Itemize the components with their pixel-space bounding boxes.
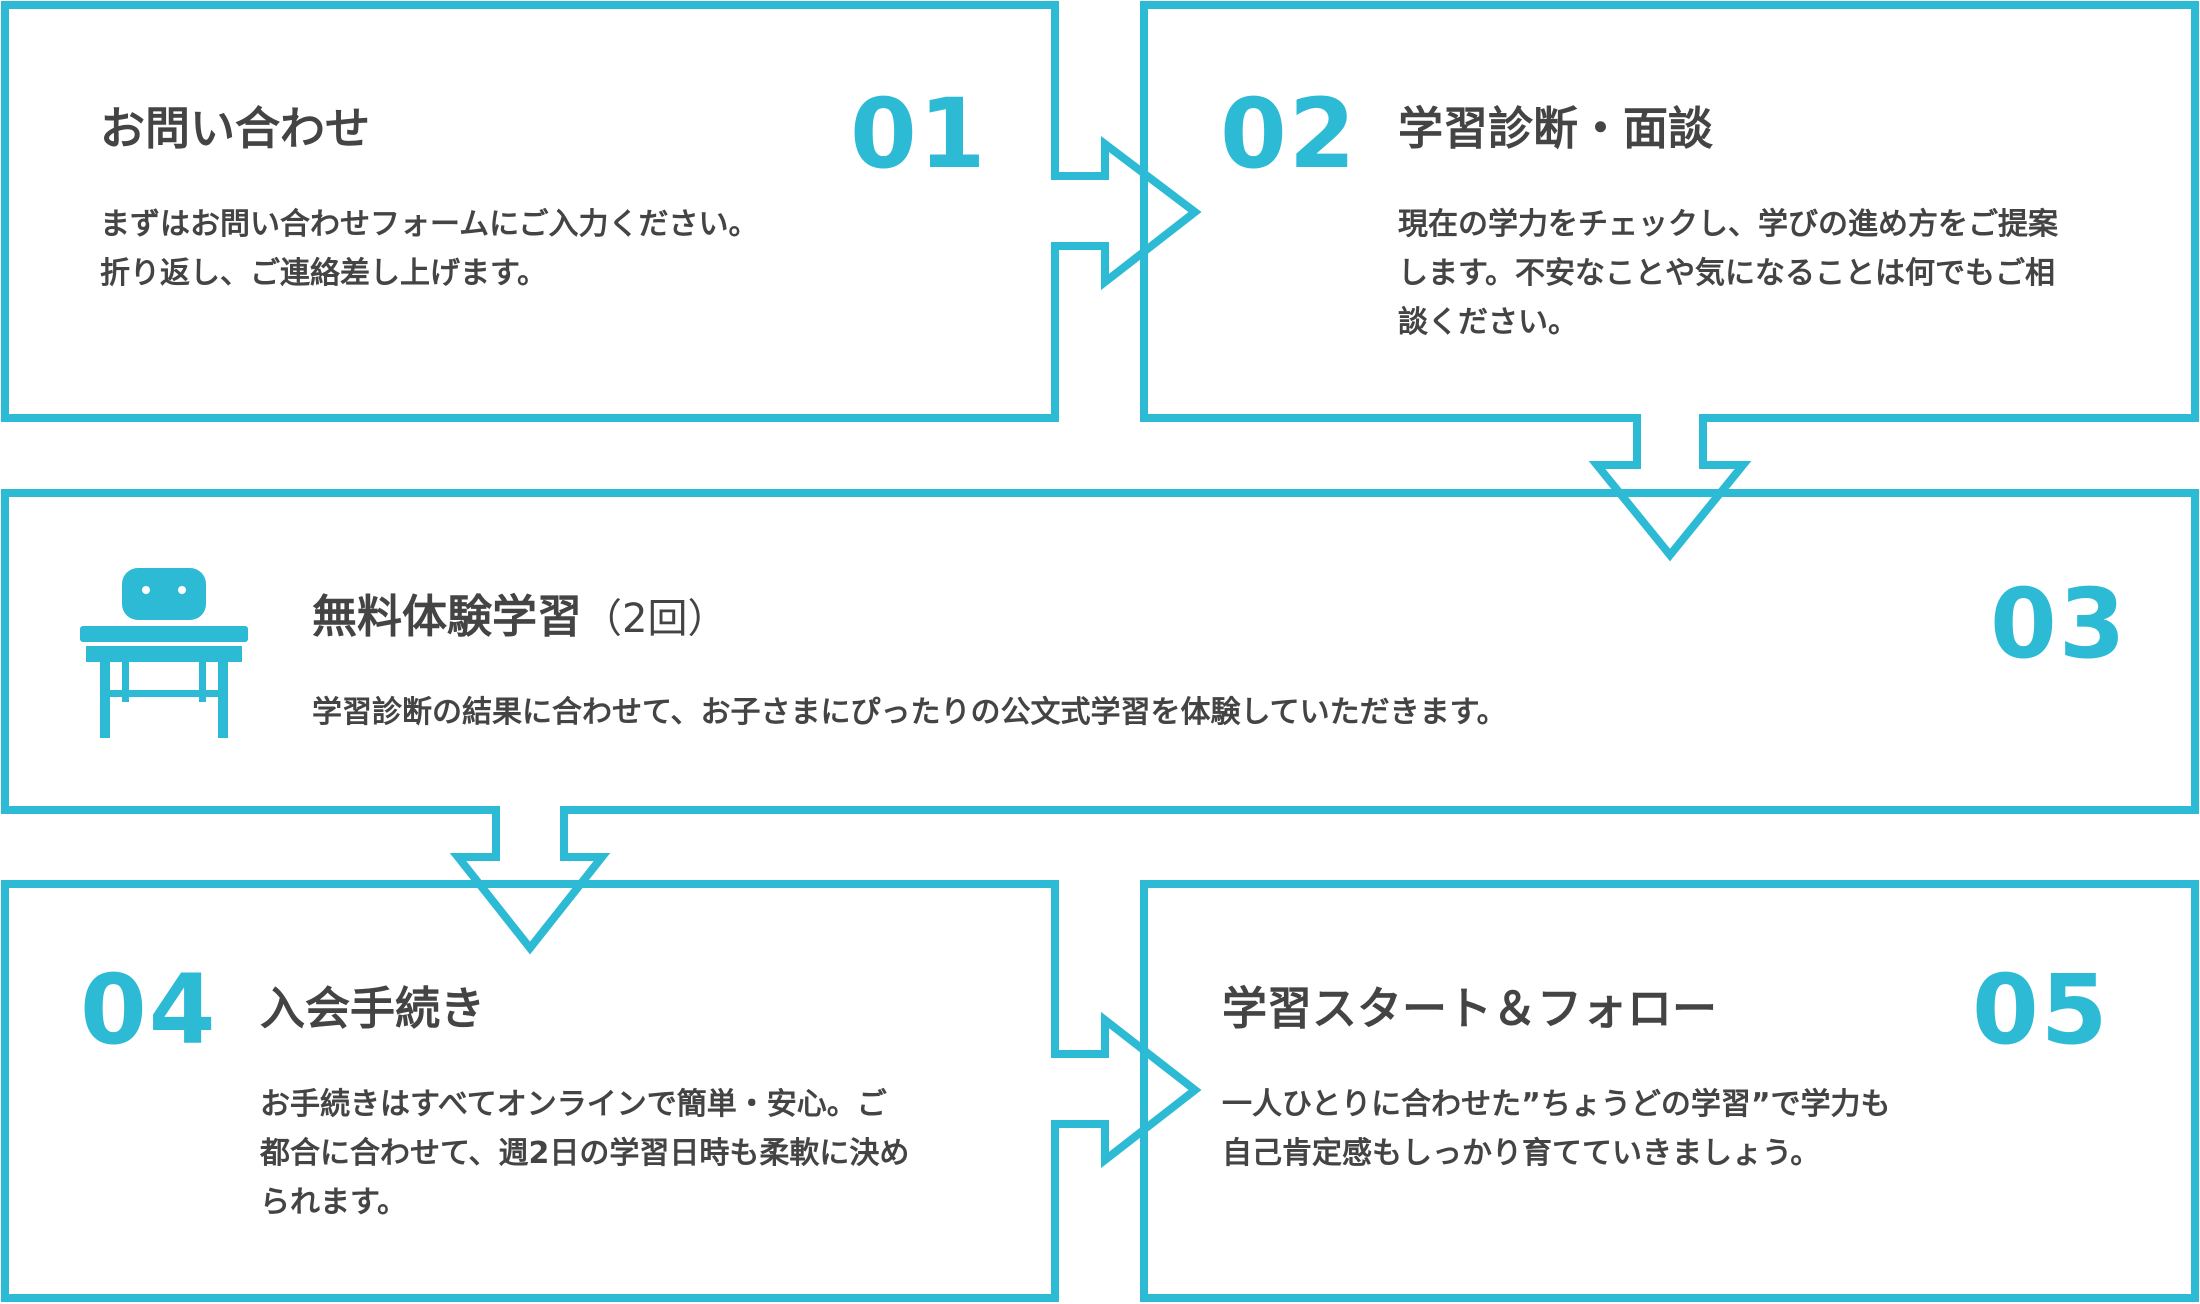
step-2-title: 学習診断・面談 xyxy=(1398,102,1714,155)
step-2-number: 02 xyxy=(1220,78,1358,190)
step-3-title-main: 無料体験学習 xyxy=(312,590,583,643)
step-1-frame xyxy=(1,1,1202,422)
school-desk-icon xyxy=(80,568,248,738)
step-2-desc-line: 談ください。 xyxy=(1398,305,1578,340)
step-5-frame xyxy=(1140,880,2199,1302)
step-4-description: お手続きはすべてオンラインで簡単・安心。ご 都合に合わせて、週2日の学習日時も柔… xyxy=(260,1080,909,1227)
step-1-description: まずはお問い合わせフォームにご入力ください。 折り返し、ご連絡差し上げます。 xyxy=(100,200,759,298)
step-4-number: 04 xyxy=(80,954,218,1066)
step-5-number: 05 xyxy=(1972,954,2110,1066)
step-3-number: 03 xyxy=(1990,568,2128,680)
step-2-frame xyxy=(1140,1,2199,562)
step-3-title-sub: （2回） xyxy=(582,596,728,642)
step-4-desc-line: 都合に合わせて、週2日の学習日時も柔軟に決め xyxy=(260,1136,910,1171)
step-1-desc-line: まずはお問い合わせフォームにご入力ください。 xyxy=(100,207,759,242)
step-4-desc-line: お手続きはすべてオンラインで簡単・安心。ご xyxy=(260,1087,887,1122)
step-2-description: 現在の学力をチェックし、学びの進め方をご提案 します。不安なことや気になることは… xyxy=(1398,200,2058,347)
step-1-title: お問い合わせ xyxy=(100,102,371,155)
step-2-desc-line: 現在の学力をチェックし、学びの進め方をご提案 xyxy=(1398,207,2058,242)
desk-shape xyxy=(80,568,248,738)
step-5-desc-line: 一人ひとりに合わせた”ちょうどの学習”で学力も xyxy=(1222,1087,1891,1122)
step-1-desc-line: 折り返し、ご連絡差し上げます。 xyxy=(100,256,547,291)
step-5-description: 一人ひとりに合わせた”ちょうどの学習”で学力も 自己肯定感もしっかり育てていきま… xyxy=(1222,1080,1891,1178)
step-4-title: 入会手続き xyxy=(260,982,486,1035)
step-4-desc-line: られます。 xyxy=(260,1185,407,1220)
step-3-description: 学習診断の結果に合わせて、お子さまにぴったりの公文式学習を体験していただきます。 xyxy=(312,688,1507,737)
step-5-desc-line: 自己肯定感もしっかり育てていきましょう。 xyxy=(1222,1136,1821,1171)
step-3-desc-line: 学習診断の結果に合わせて、お子さまにぴったりの公文式学習を体験していただきます。 xyxy=(312,695,1507,730)
step-3-title: 無料体験学習（2回） xyxy=(312,590,727,644)
step-3-frame xyxy=(1,489,2199,955)
step-4-frame xyxy=(1,880,1202,1302)
step-2-desc-line: します。不安なことや気になることは何でもご相 xyxy=(1398,256,2055,291)
step-5-title: 学習スタート＆フォロー xyxy=(1222,982,1718,1035)
step-1-number: 01 xyxy=(850,78,988,190)
